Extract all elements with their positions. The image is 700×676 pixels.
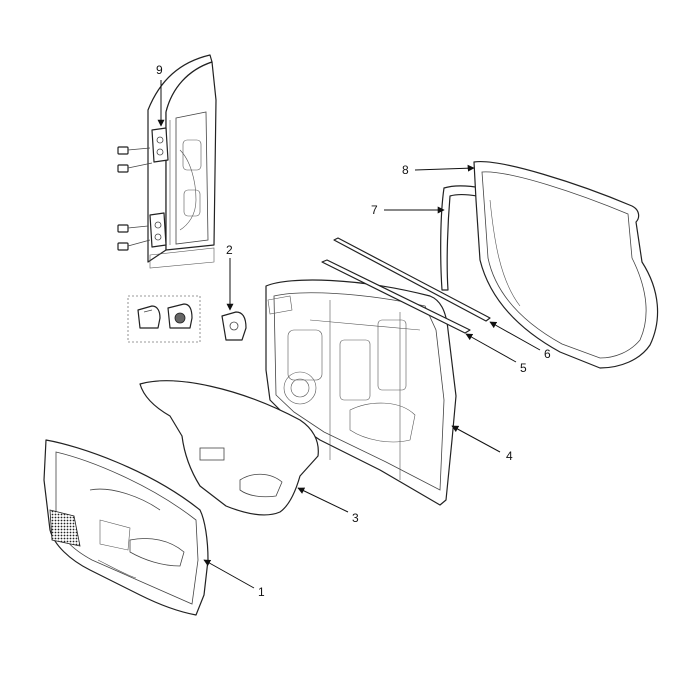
- leader-8: [414, 164, 475, 172]
- lower-hinge: [149, 212, 167, 248]
- hinge-bolts: [117, 146, 153, 251]
- leader-5: [465, 333, 517, 363]
- callout-3: 3: [352, 511, 359, 525]
- callout-4: 4: [506, 449, 513, 463]
- leader-4: [451, 425, 501, 453]
- upper-hinge: [151, 127, 169, 163]
- callout-6: 6: [544, 347, 551, 361]
- body-side-weatherstrip: [473, 160, 659, 369]
- callout-7: 7: [371, 203, 378, 217]
- leader-lines: [157, 80, 541, 589]
- beltline-strip-outer: [333, 237, 491, 322]
- door-panel: [265, 279, 457, 506]
- delta-cover: [221, 311, 247, 341]
- beltline-strip-inner: [321, 259, 471, 334]
- body-pillar-hinge-assembly: [147, 54, 217, 269]
- leader-6: [489, 321, 541, 351]
- callout-labels: 9 2 8 7 6 5 4 3 1: [156, 63, 551, 599]
- leader-1: [203, 559, 255, 589]
- callout-5: 5: [520, 361, 527, 375]
- callout-2: 2: [226, 243, 233, 257]
- callout-1: 1: [258, 585, 265, 599]
- part-2-variants-box: [127, 295, 201, 343]
- sealing-cover: [139, 380, 319, 516]
- callout-9: 9: [156, 63, 163, 77]
- callout-8: 8: [402, 163, 409, 177]
- door-trim-panel: [43, 439, 209, 616]
- leader-3: [297, 487, 349, 513]
